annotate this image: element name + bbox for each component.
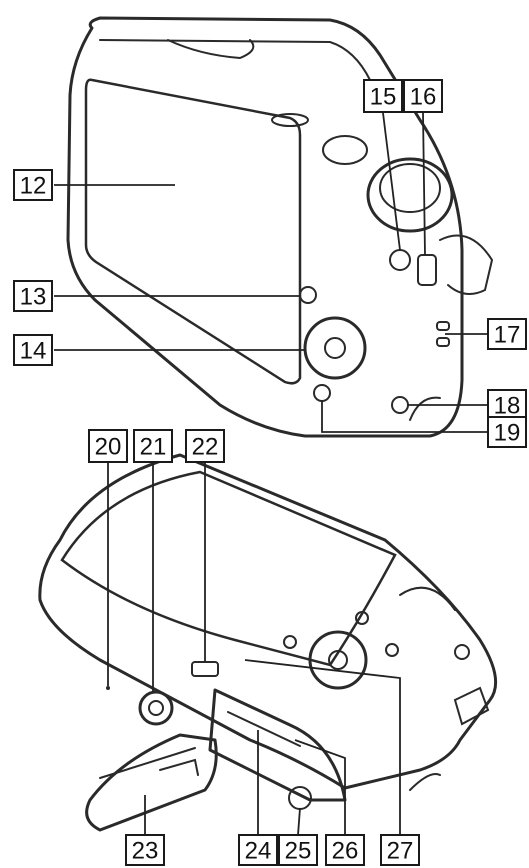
callout-12-text: 12: [20, 173, 47, 200]
callout-20: 20: [88, 429, 128, 463]
zoom-lever: [322, 135, 368, 165]
cover-detail-2: [159, 758, 199, 776]
flash-detail: [167, 39, 255, 60]
callout-26: 26: [325, 834, 365, 866]
speaker-slot-2: [436, 337, 450, 347]
tripod-socket-inner: [148, 700, 164, 716]
bottom-dial-edge: [399, 586, 456, 611]
callout-25: 25: [278, 834, 318, 866]
callout-24: 24: [238, 834, 278, 866]
camera-body-outline: [66, 16, 464, 438]
strap-loop: [439, 234, 494, 295]
leader-15: [382, 112, 401, 251]
callout-19-text: 19: [494, 420, 521, 447]
callout-17-text: 17: [494, 322, 521, 349]
control-wheel-center: [324, 337, 346, 359]
bottom-button-1: [283, 635, 297, 649]
camera-bottom-view: [38, 453, 498, 832]
callout-16: 16: [403, 79, 443, 113]
callout-22: 22: [185, 429, 225, 463]
side-detail: [409, 773, 441, 791]
lcd-screen: [84, 78, 302, 385]
playback-button: [313, 384, 331, 402]
camera-bottom-outline: [38, 453, 498, 790]
battery-compartment: [208, 688, 347, 802]
callout-13: 13: [13, 280, 53, 312]
battery-cover: [85, 733, 218, 832]
callout-14-text: 14: [20, 338, 47, 365]
callout-21-text: 21: [140, 434, 167, 461]
callout-16-text: 16: [410, 84, 437, 111]
mode-dial: [366, 157, 454, 233]
control-wheel: [303, 316, 367, 380]
bottom-strap-hook: [453, 686, 490, 726]
callout-15: 15: [363, 79, 403, 113]
callout-25-text: 25: [285, 838, 312, 865]
callout-14: 14: [13, 334, 53, 366]
callout-18-text: 18: [494, 393, 521, 420]
strap-hook: [417, 254, 437, 286]
callout-26-text: 26: [332, 838, 359, 865]
speaker-slot-1: [436, 321, 450, 331]
callout-23-text: 23: [132, 838, 159, 865]
shutter-button: [271, 113, 309, 127]
bottom-button-4: [454, 644, 470, 660]
callout-17: 17: [487, 318, 527, 350]
leader-26: [294, 739, 346, 835]
leader-lines: [54, 112, 488, 836]
tripod-socket: [138, 690, 174, 726]
delete-button: [391, 396, 409, 414]
callout-15-text: 15: [370, 84, 397, 111]
bottom-button-3: [385, 643, 399, 657]
bottom-view-screen: [60, 470, 397, 667]
camera-back-view: [66, 16, 494, 438]
callout-21: 21: [133, 429, 173, 463]
mode-dial-top: [379, 163, 441, 213]
callout-13-text: 13: [20, 284, 47, 311]
bottom-button-2: [355, 611, 369, 625]
leader-19: [321, 401, 488, 433]
callout-12: 12: [13, 169, 53, 201]
callout-24-text: 24: [245, 838, 272, 865]
microphone-hole: [106, 686, 110, 690]
leader-25: [297, 807, 301, 836]
leader-27: [244, 659, 401, 835]
cover-detail-1: [99, 747, 196, 779]
menu-button: [299, 286, 317, 304]
bottom-control-wheel: [308, 630, 368, 690]
callout-23: 23: [125, 834, 165, 866]
callout-22-text: 22: [192, 434, 219, 461]
leader-16: [422, 112, 426, 256]
callout-19: 19: [487, 416, 527, 448]
movie-button: [389, 249, 411, 271]
bottom-wheel-center: [328, 650, 348, 670]
callout-27: 27: [380, 834, 420, 866]
callout-18: 18: [487, 389, 527, 421]
multi-connector: [191, 661, 219, 677]
callout-27-text: 27: [387, 838, 414, 865]
side-curve: [409, 396, 441, 421]
top-edge-line: [99, 39, 371, 81]
battery-slot-line: [227, 711, 301, 747]
callout-20-text: 20: [95, 434, 122, 461]
